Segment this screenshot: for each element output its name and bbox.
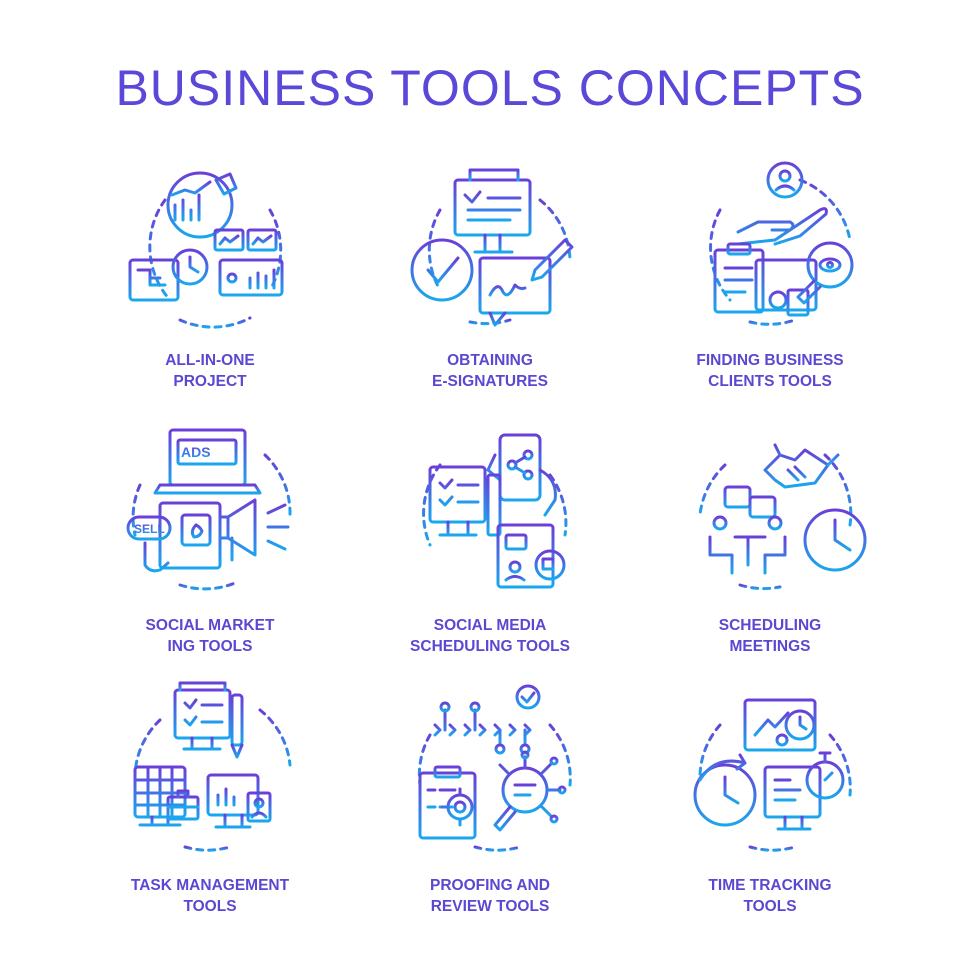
concept-label: OBTAINING E-SIGNATURES bbox=[432, 352, 548, 390]
concept-label: SOCIAL MEDIA SCHEDULING TOOLS bbox=[410, 617, 570, 655]
concept-obtaining-e-signatures: OBTAINING E-SIGNATURES bbox=[340, 160, 640, 420]
concept-label: FINDING BUSINESS CLIENTS TOOLS bbox=[696, 352, 844, 390]
ads-text: ADS bbox=[181, 444, 211, 460]
find-clients-icon bbox=[709, 161, 854, 326]
task-management-icon bbox=[133, 681, 292, 852]
concept-label: TASK MANAGEMENT TOOLS bbox=[130, 877, 290, 915]
proofing-review-icon bbox=[417, 684, 572, 852]
concept-scheduling-meetings: SCHEDULING MEETINGS bbox=[620, 425, 920, 685]
page-title: BUSINESS TOOLS CONCEPTS bbox=[115, 60, 865, 116]
concept-label: SCHEDULING MEETINGS bbox=[718, 617, 822, 655]
social-media-scheduling-icon bbox=[422, 433, 568, 589]
e-signature-icon bbox=[410, 168, 574, 327]
project-dashboard-icon bbox=[128, 171, 284, 329]
sell-text: SELL bbox=[134, 522, 165, 536]
concept-label: ALL-IN-ONE PROJECT bbox=[165, 352, 255, 390]
concept-label: PROOFING AND REVIEW TOOLS bbox=[430, 877, 550, 915]
concept-finding-business-clients-tools: FINDING BUSINESS CLIENTS TOOLS bbox=[620, 160, 920, 420]
concept-social-marketing-tools: ADS SELL SOCIAL MARKET ING TOOLS bbox=[60, 425, 360, 685]
concept-all-in-one-project: ALL-IN-ONE PROJECT bbox=[60, 160, 360, 420]
time-tracking-icon bbox=[693, 698, 852, 852]
concept-label: TIME TRACKING TOOLS bbox=[708, 877, 832, 915]
concept-proofing-and-review-tools: PROOFING AND REVIEW TOOLS bbox=[340, 684, 640, 945]
concept-label: SOCIAL MARKET ING TOOLS bbox=[145, 617, 275, 655]
social-marketing-icon: ADS SELL bbox=[126, 428, 292, 591]
concept-time-tracking-tools: TIME TRACKING TOOLS bbox=[620, 685, 920, 945]
concept-social-media-scheduling-tools: SOCIAL MEDIA SCHEDULING TOOLS bbox=[340, 425, 640, 685]
scheduling-meetings-icon bbox=[698, 443, 867, 591]
concept-task-management-tools: TASK MANAGEMENT TOOLS bbox=[60, 681, 360, 945]
